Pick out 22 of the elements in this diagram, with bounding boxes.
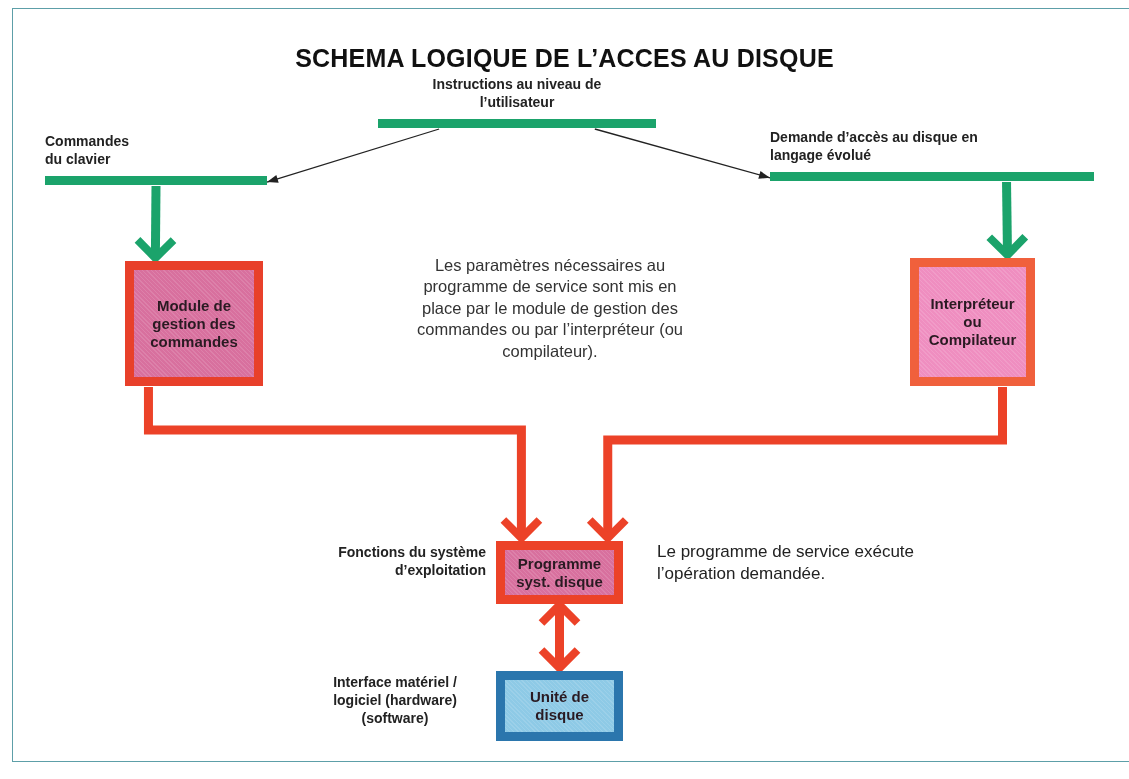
box-label: Module de gestion des commandes: [149, 296, 239, 351]
process-box: [496, 671, 623, 741]
diagram-title: SCHEMA LOGIQUE DE L’ACCES AU DISQUE: [294, 44, 835, 73]
side-caption: Le programme de service exécute l’opération demandée.: [657, 541, 916, 586]
arrow: [585, 387, 1007, 542]
arrow: [143, 387, 544, 542]
box-label: Interpréteur ou Compilateur: [927, 295, 1018, 349]
process-box: [125, 261, 263, 386]
bar-label: Commandes du clavier: [45, 131, 131, 169]
arrow: [133, 185, 178, 262]
side-caption: Fonctions du système d’exploitation: [337, 543, 486, 580]
arrow: [266, 128, 440, 183]
side-caption: Interface matériel / logiciel (hardware) (software): [332, 673, 458, 728]
bar-label: Instructions au niveau de l’utilisateur: [431, 74, 603, 112]
bar-label: Demande d’accès au disque en langage évolué: [770, 127, 979, 165]
arrow: [985, 181, 1030, 259]
arrow: [594, 128, 771, 179]
note-text: Les paramètres nécessaires au programme de service sont mis en place par le module de gestion des commandes ou par l’interpréteur (ou compilateur).: [416, 255, 684, 362]
box-label: Programme syst. disque: [515, 554, 604, 591]
process-box: [910, 258, 1035, 386]
box-label: Unité de disque: [528, 688, 591, 724]
process-box: [496, 541, 623, 604]
